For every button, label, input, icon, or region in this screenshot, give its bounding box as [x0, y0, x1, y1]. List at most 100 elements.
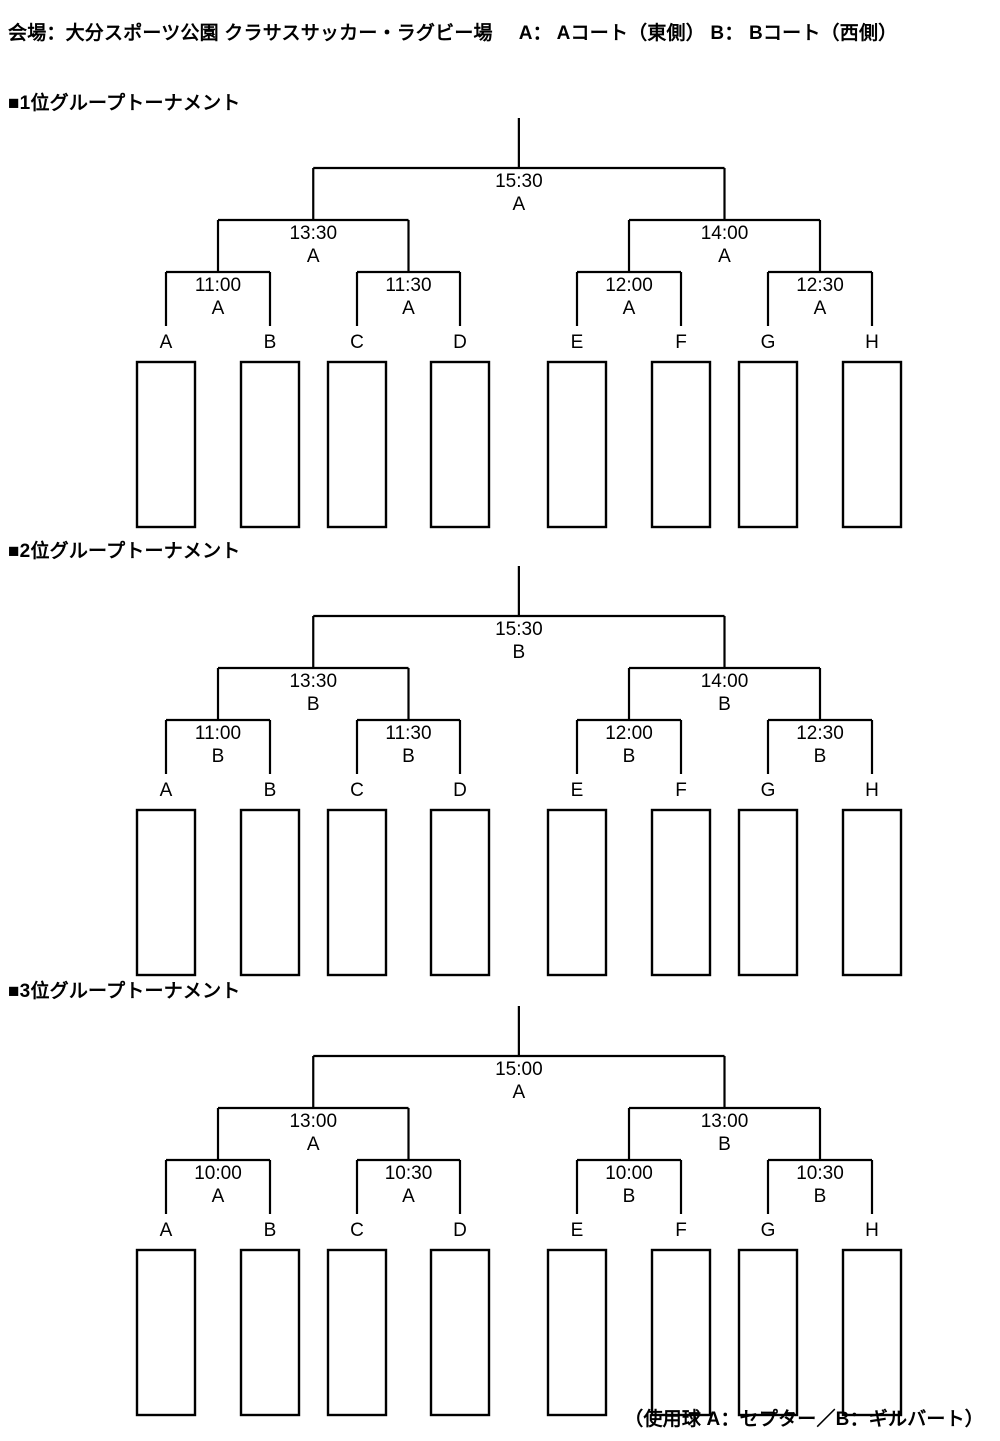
team-entry-box[interactable]	[135, 808, 197, 977]
quarterfinal-match-4-time: 12:30	[796, 723, 844, 744]
group-slot-label: C	[350, 332, 364, 353]
court-legend: A： Aコート（東側） B： Bコート（西側）	[518, 23, 898, 44]
final-match-court: A	[513, 1082, 526, 1103]
section-heading-2: ■2位グループトーナメント	[8, 541, 241, 562]
group-slot-label: A	[160, 332, 173, 353]
team-entry-box[interactable]	[326, 360, 388, 529]
team-entry-box[interactable]	[135, 360, 197, 529]
group-slot-label: D	[453, 1220, 467, 1241]
group-slot-label: H	[865, 780, 879, 801]
team-entry-box[interactable]	[650, 808, 712, 977]
quarterfinal-match-2-time: 11:30	[385, 723, 431, 744]
quarterfinal-match-3-time: 12:00	[605, 723, 653, 744]
group-slot-label: D	[453, 780, 467, 801]
team-entry-box[interactable]	[841, 1248, 903, 1417]
team-entry-box[interactable]	[239, 360, 301, 529]
semifinal-match-1-court: B	[307, 694, 320, 715]
quarterfinal-match-3-court: B	[623, 746, 636, 767]
team-entry-box[interactable]	[429, 360, 491, 529]
team-entry-box[interactable]	[326, 1248, 388, 1417]
semifinal-match-2-court: A	[718, 246, 731, 267]
team-entry-box[interactable]	[429, 1248, 491, 1417]
group-slot-label: F	[675, 780, 687, 801]
quarterfinal-match-3-court: B	[623, 1186, 636, 1207]
quarterfinal-match-2-court: A	[402, 1186, 415, 1207]
team-entry-box[interactable]	[650, 1248, 712, 1417]
bracket-diagram-1: 15:30A13:30A14:00A11:00A11:30A12:00A12:3…	[135, 118, 903, 529]
group-slot-label: B	[264, 780, 277, 801]
group-slot-label: A	[160, 1220, 173, 1241]
quarterfinal-match-2-time: 10:30	[385, 1163, 433, 1184]
semifinal-match-1-time: 13:30	[289, 223, 337, 244]
team-entry-box[interactable]	[239, 1248, 301, 1417]
group-slot-label: H	[865, 332, 879, 353]
venue-name: 会場：大分スポーツ公園 クラサスサッカー・ラグビー場	[8, 23, 493, 44]
team-entry-box[interactable]	[841, 808, 903, 977]
quarterfinal-match-3-time: 10:00	[605, 1163, 653, 1184]
team-entry-box[interactable]	[650, 360, 712, 529]
quarterfinal-match-1-court: A	[212, 298, 225, 319]
team-entry-box[interactable]	[841, 360, 903, 529]
group-slot-label: G	[761, 1220, 776, 1241]
group-slot-label: C	[350, 1220, 364, 1241]
group-slot-label: F	[675, 332, 687, 353]
final-match-time: 15:30	[495, 171, 543, 192]
quarterfinal-match-4-time: 12:30	[796, 275, 844, 296]
quarterfinal-match-4-court: A	[814, 298, 827, 319]
group-slot-label: F	[675, 1220, 687, 1241]
group-slot-label: E	[571, 332, 584, 353]
group-slot-label: B	[264, 1220, 277, 1241]
team-entry-box[interactable]	[737, 360, 799, 529]
group-slot-label: B	[264, 332, 277, 353]
ball-note: （使用球 A：セプター／B：ギルバート）	[624, 1409, 984, 1430]
quarterfinal-match-4-court: B	[814, 1186, 827, 1207]
semifinal-match-1-time: 13:30	[289, 671, 337, 692]
final-match-time: 15:00	[495, 1059, 543, 1080]
semifinal-match-2-court: B	[718, 1134, 731, 1155]
semifinal-match-1-court: A	[307, 1134, 320, 1155]
quarterfinal-match-3-court: A	[623, 298, 636, 319]
quarterfinal-match-1-court: A	[212, 1186, 225, 1207]
final-match-court: A	[513, 194, 526, 215]
final-match-court: B	[513, 642, 526, 663]
group-slot-label: A	[160, 780, 173, 801]
team-entry-box[interactable]	[326, 808, 388, 977]
final-match-time: 15:30	[495, 619, 543, 640]
group-slot-label: C	[350, 780, 364, 801]
group-slot-label: G	[761, 780, 776, 801]
semifinal-match-1-time: 13:00	[289, 1111, 337, 1132]
quarterfinal-match-2-time: 11:30	[385, 275, 431, 296]
semifinal-match-2-time: 13:00	[701, 1111, 749, 1132]
team-entry-box[interactable]	[429, 808, 491, 977]
venue-header: 会場：大分スポーツ公園 クラサスサッカー・ラグビー場 A： Aコート（東側） B：…	[8, 18, 897, 45]
quarterfinal-match-2-court: B	[402, 746, 415, 767]
team-entry-box[interactable]	[239, 808, 301, 977]
semifinal-match-1-court: A	[307, 246, 320, 267]
quarterfinal-match-3-time: 12:00	[605, 275, 653, 296]
group-slot-label: G	[761, 332, 776, 353]
bracket-diagram-2: 15:30B13:30B14:00B11:00B11:30B12:00B12:3…	[135, 566, 903, 977]
quarterfinal-match-1-time: 11:00	[195, 275, 241, 296]
group-slot-label: D	[453, 332, 467, 353]
quarterfinal-match-1-time: 11:00	[195, 723, 241, 744]
quarterfinal-match-1-time: 10:00	[194, 1163, 242, 1184]
semifinal-match-2-time: 14:00	[701, 671, 749, 692]
group-slot-label: E	[571, 780, 584, 801]
quarterfinal-match-4-court: B	[814, 746, 827, 767]
quarterfinal-match-4-time: 10:30	[796, 1163, 844, 1184]
team-entry-box[interactable]	[546, 808, 608, 977]
section-heading-1: ■1位グループトーナメント	[8, 93, 241, 114]
quarterfinal-match-1-court: B	[212, 746, 225, 767]
semifinal-match-2-time: 14:00	[701, 223, 749, 244]
quarterfinal-match-2-court: A	[402, 298, 415, 319]
semifinal-match-2-court: B	[718, 694, 731, 715]
team-entry-box[interactable]	[737, 1248, 799, 1417]
team-entry-box[interactable]	[135, 1248, 197, 1417]
group-slot-label: E	[571, 1220, 584, 1241]
team-entry-box[interactable]	[546, 1248, 608, 1417]
section-heading-3: ■3位グループトーナメント	[8, 981, 241, 1002]
team-entry-box[interactable]	[546, 360, 608, 529]
group-slot-label: H	[865, 1220, 879, 1241]
team-entry-box[interactable]	[737, 808, 799, 977]
bracket-diagram-3: 15:00A13:00A13:00B10:00A10:30A10:00B10:3…	[135, 1006, 903, 1417]
